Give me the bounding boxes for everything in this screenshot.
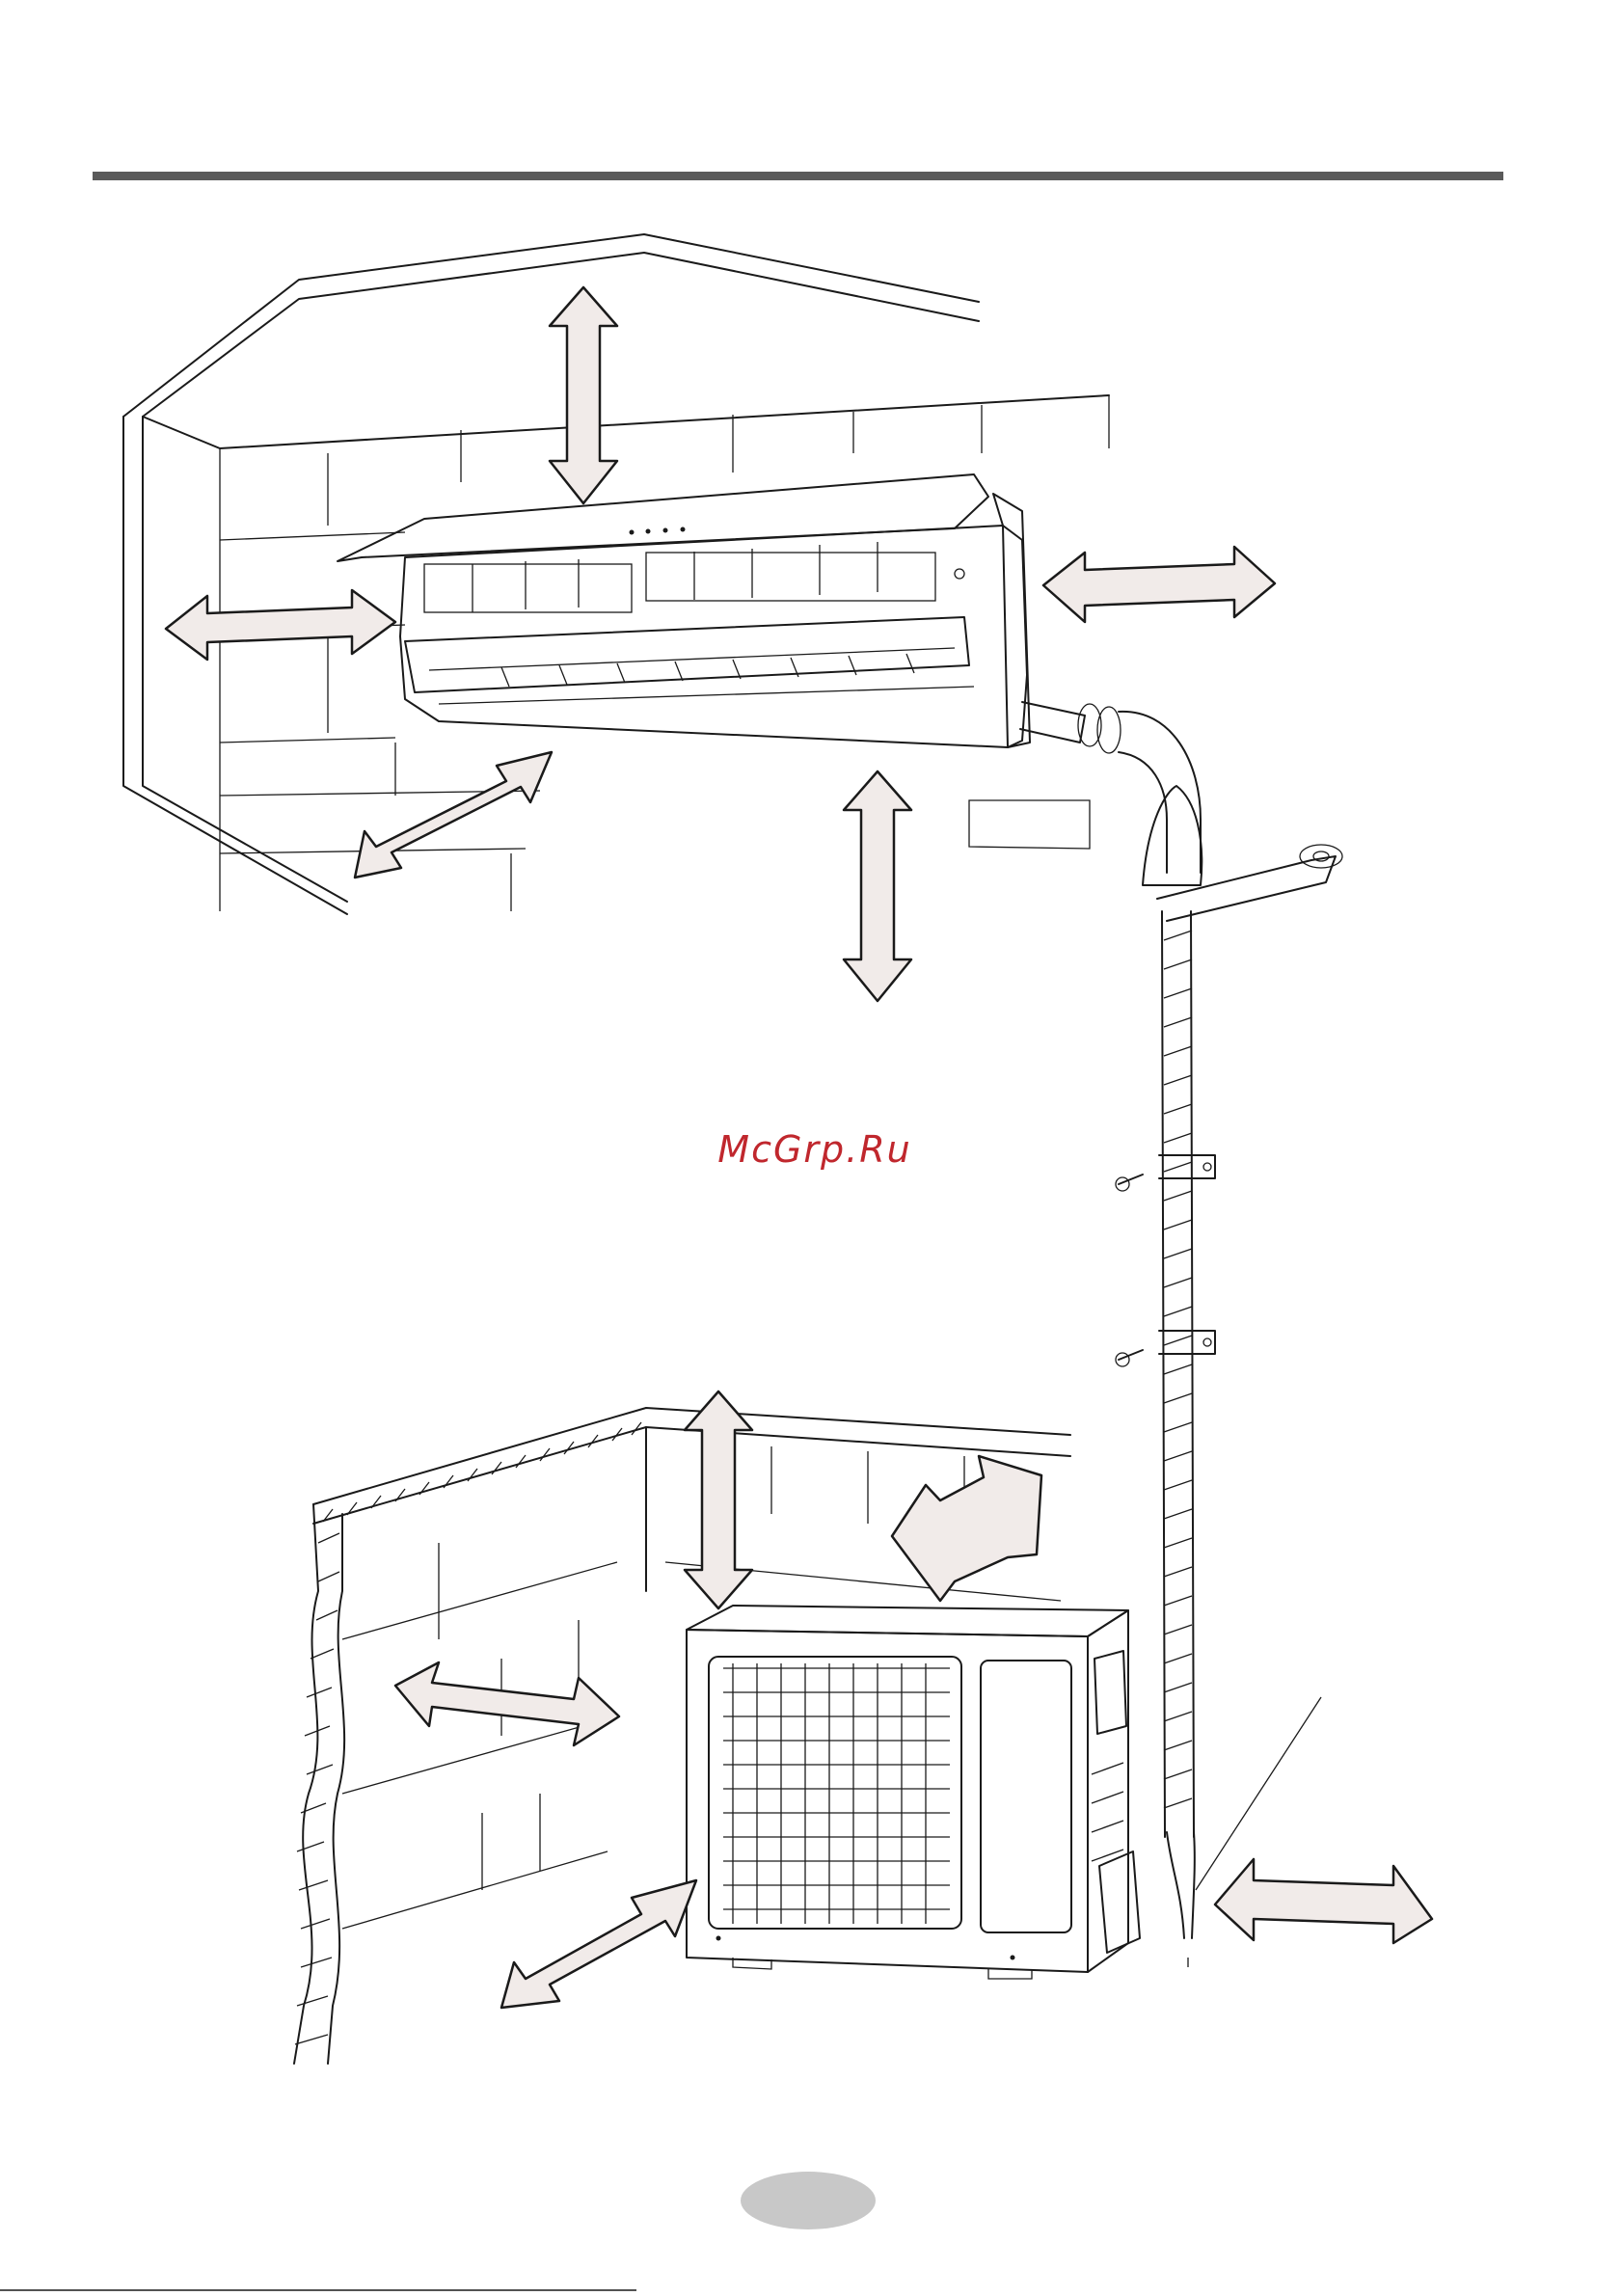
clearance-arrow-indoor-top	[550, 287, 617, 503]
watermark-text: McGrp.Ru	[717, 1128, 911, 1171]
clearance-arrow-outdoor-right	[1215, 1859, 1432, 1943]
clearance-arrow-indoor-front	[355, 752, 552, 878]
clearance-arrow-outdoor-back	[892, 1456, 1041, 1601]
header-rule	[93, 172, 1503, 180]
clearance-arrow-outdoor-front	[501, 1880, 696, 2008]
clearance-arrow-indoor-bottom	[844, 771, 911, 1001]
clearance-arrow-outdoor-top	[685, 1391, 752, 1608]
indoor-room-walls	[123, 234, 1109, 914]
clearance-arrow-outdoor-left	[395, 1662, 619, 1745]
outdoor-clearance-arrows	[395, 1391, 1432, 2008]
indoor-unit	[338, 474, 1030, 747]
clearance-arrow-indoor-right	[1043, 547, 1275, 622]
clearance-arrow-indoor-left	[166, 590, 395, 660]
outdoor-unit	[687, 1606, 1140, 1979]
refrigerant-piping	[1020, 702, 1342, 1967]
page-number-badge	[741, 2172, 876, 2229]
